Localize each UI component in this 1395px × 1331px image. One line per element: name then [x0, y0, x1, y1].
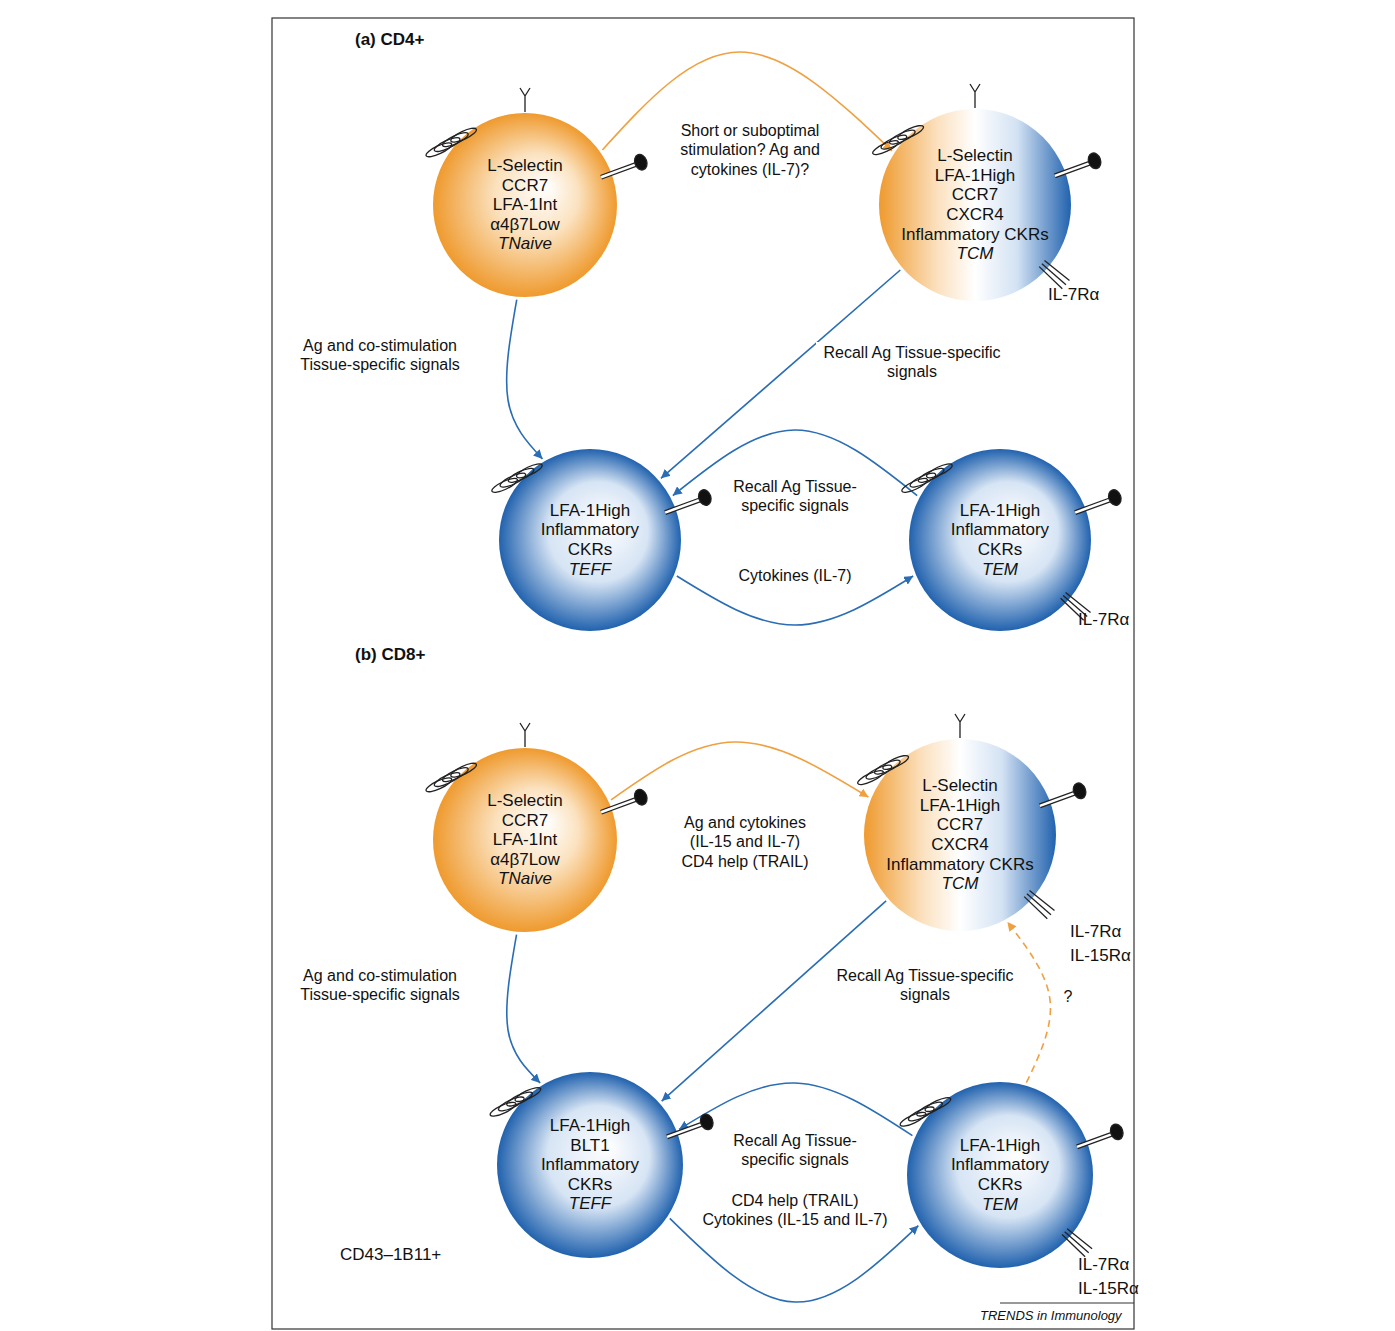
cell-circle: L-SelectinLFA-1HighCCR7CXCR4Inflammatory…: [863, 738, 1057, 932]
cell-body: [433, 748, 617, 932]
cell-marker: α4β7Low: [490, 850, 560, 870]
cell-marker: LFA-1Int: [493, 830, 557, 850]
cell-marker: Inflammatory CKRs: [930, 520, 1070, 559]
transition-label: Recall Ag Tissue-specific signals: [727, 1130, 863, 1170]
cell-marker: LFA-1High: [960, 1136, 1040, 1156]
cell-marker: CCR7: [937, 815, 983, 835]
cell-marker: LFA-1High: [935, 166, 1015, 186]
cell-marker: L-Selectin: [922, 776, 998, 796]
transition-label: Ag and co-stimulation Tissue-specific si…: [277, 965, 483, 1005]
cell-circle: LFA-1HighInflammatory CKRsTEM: [906, 1081, 1094, 1269]
panel-heading: (b) CD8+: [355, 645, 425, 665]
cell-marker: L-Selectin: [487, 791, 563, 811]
cell-text-stack: L-SelectinCCR7LFA-1Intα4β7LowTNaive: [454, 112, 595, 298]
cell-marker: LFA-1Int: [493, 195, 557, 215]
cell-marker: CCR7: [502, 811, 548, 831]
transition-label: Short or suboptimal stimulation? Ag and …: [662, 120, 838, 180]
frame-border: [272, 18, 1134, 1329]
journal-credit: TRENDS in Immunology: [980, 1308, 1122, 1324]
cell-text-stack: LFA-1HighInflammatory CKRsTEFF: [520, 448, 660, 632]
cell-text-stack: L-SelectinLFA-1HighCCR7CXCR4Inflammatory…: [901, 108, 1048, 302]
transition-label: ?: [1056, 986, 1080, 1007]
cell-marker: Inflammatory CKRs: [929, 1155, 1072, 1194]
cell-body: [907, 1082, 1093, 1268]
transition-arrow: [507, 300, 543, 459]
transition-label: Recall Ag Tissue-specific signals: [727, 476, 863, 516]
cell-type-name: TNaive: [498, 869, 552, 889]
cell-marker: LFA-1High: [960, 501, 1040, 521]
cell-body: [433, 113, 617, 297]
cell-body: [497, 1072, 683, 1258]
cell-marker: L-Selectin: [937, 146, 1013, 166]
receptor-label: IL-7Rα: [1078, 1255, 1129, 1275]
cell-marker: BLT1: [570, 1136, 609, 1156]
receptor-glyphs: [899, 1095, 1125, 1257]
transition-arrow: [679, 1083, 912, 1136]
cell-circle: LFA-1HighInflammatory CKRsTEFF: [498, 448, 682, 632]
cell-type-name: TEFF: [569, 560, 612, 580]
cell-circle: L-SelectinCCR7LFA-1Intα4β7LowTNaive: [432, 747, 618, 933]
cell-marker: Inflammatory CKRs: [886, 855, 1033, 875]
transition-label: Ag and co-stimulation Tissue-specific si…: [277, 335, 483, 375]
cell-marker: CXCR4: [931, 835, 989, 855]
cell-marker: LFA-1High: [920, 796, 1000, 816]
cell-body: [879, 109, 1071, 301]
cell-marker: Inflammatory CKRs: [520, 520, 660, 559]
receptor-glyphs: [424, 723, 649, 812]
cell-type-name: TEM: [982, 1195, 1018, 1215]
cell-body: [499, 449, 681, 631]
receptor-glyphs: [856, 714, 1088, 919]
receptor-label: IL-7Rα: [1078, 610, 1129, 630]
cell-text-stack: LFA-1HighInflammatory CKRsTEM: [930, 448, 1070, 632]
transition-arrow: [611, 742, 868, 800]
cell-marker: Inflammatory CKRs: [519, 1155, 662, 1194]
cell-type-name: TEM: [982, 560, 1018, 580]
cell-text-stack: LFA-1HighBLT1Inflammatory CKRsTEFF: [519, 1071, 662, 1259]
receptor-glyphs: [424, 88, 649, 177]
transition-label: Ag and cytokines (IL-15 and IL-7) CD4 he…: [670, 812, 821, 872]
receptor-label: IL-15Rα: [1078, 1279, 1139, 1299]
receptor-glyphs: [489, 1085, 715, 1137]
cell-circle: LFA-1HighBLT1Inflammatory CKRsTEFF: [496, 1071, 684, 1259]
receptor-label: IL-15Rα: [1070, 946, 1131, 966]
transition-arrow: [507, 935, 540, 1083]
receptor-glyphs: [871, 84, 1103, 289]
cell-text-stack: L-SelectinLFA-1HighCCR7CXCR4Inflammatory…: [886, 738, 1033, 932]
cell-marker: L-Selectin: [487, 156, 563, 176]
cell-circle: L-SelectinCCR7LFA-1Intα4β7LowTNaive: [432, 112, 618, 298]
cell-type-name: TNaive: [498, 234, 552, 254]
cell-marker: CXCR4: [946, 205, 1004, 225]
cell-body: [909, 449, 1091, 631]
cell-marker: α4β7Low: [490, 215, 560, 235]
receptor-glyphs: [900, 461, 1123, 620]
cell-type-name: TEFF: [569, 1194, 612, 1214]
cell-text-stack: LFA-1HighInflammatory CKRsTEM: [929, 1081, 1072, 1269]
credit-rule: [1000, 1303, 1134, 1304]
cell-marker: CCR7: [502, 176, 548, 196]
cell-circle: L-SelectinLFA-1HighCCR7CXCR4Inflammatory…: [878, 108, 1072, 302]
transition-arrow: [670, 1218, 919, 1302]
panel-heading: (a) CD4+: [355, 30, 424, 50]
cell-marker: Inflammatory CKRs: [901, 225, 1048, 245]
receptor-label: IL-7Rα: [1070, 922, 1121, 942]
transition-label: CD4 help (TRAIL) Cytokines (IL-15 and IL…: [695, 1190, 896, 1230]
receptor-label: CD43–1B11+: [340, 1245, 441, 1265]
cell-marker: CCR7: [952, 185, 998, 205]
cell-text-stack: L-SelectinCCR7LFA-1Intα4β7LowTNaive: [454, 747, 595, 933]
cell-marker: LFA-1High: [550, 1116, 630, 1136]
cell-type-name: TCM: [957, 244, 994, 264]
cell-marker: LFA-1High: [550, 501, 630, 521]
cell-body: [864, 739, 1056, 931]
cell-circle: LFA-1HighInflammatory CKRsTEM: [908, 448, 1092, 632]
receptor-label: IL-7Rα: [1048, 285, 1099, 305]
transition-label: Recall Ag Tissue-specific signals: [832, 965, 1018, 1005]
transition-label: Recall Ag Tissue-specific signals: [816, 342, 1008, 382]
transition-label: Cytokines (IL-7): [717, 565, 873, 586]
cell-type-name: TCM: [942, 874, 979, 894]
